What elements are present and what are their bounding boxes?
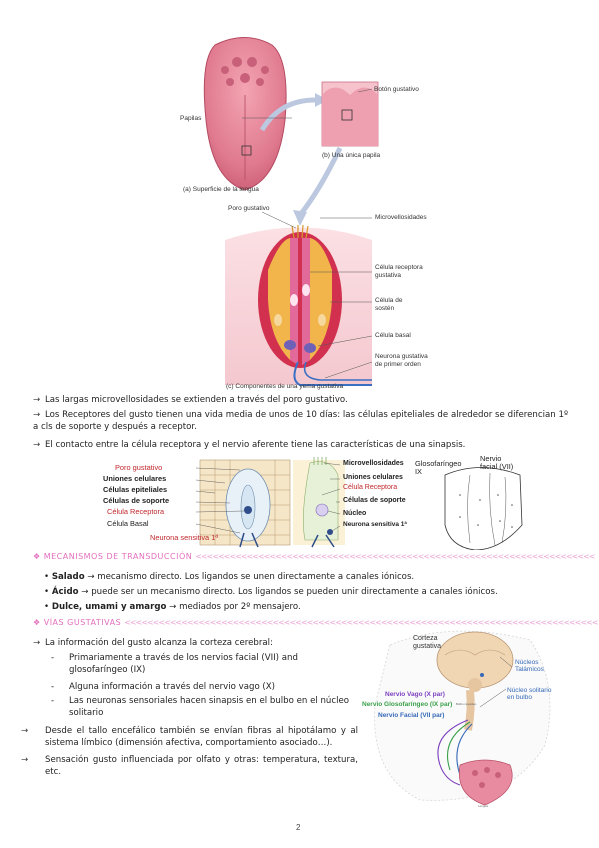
section-title: VÍAS GUSTATIVAS — [43, 618, 122, 627]
label-poro: Poro gustativo — [115, 463, 163, 472]
caption-b: (b) Una única papila — [322, 152, 381, 159]
intro-line-2: →Los Receptores del gusto tienen una vid… — [33, 410, 568, 433]
taste-bud-illustration — [203, 37, 379, 386]
section-vias-header: ❖ VÍAS GUSTATIVAS <<<<<<<<<<<<<<<<<<<<<<… — [33, 618, 599, 627]
bullet-icon: • — [44, 587, 50, 597]
label-celula-sosten: Célula de sostén — [375, 297, 403, 312]
diamond-icon: ❖ — [33, 618, 41, 627]
label-celula-receptora: Célula receptora gustativa — [375, 264, 423, 279]
label-micro: Microvellosidades — [343, 460, 404, 467]
label-uniones: Uniones celulares — [103, 474, 167, 483]
label-nucleos: Núcleos Talámicos — [515, 659, 544, 674]
sub-item: - Las neuronas sensoriales hacen sinapsi… — [51, 696, 350, 719]
arrow-icon: → — [33, 395, 41, 405]
arrow-icon: → — [87, 572, 95, 582]
label-vago: Nervio Vago (X par) — [385, 691, 445, 698]
label-neurona-mid: Neurona sensitiva 1ª — [343, 521, 407, 528]
label-uniones-mid: Uniones celulares — [343, 474, 403, 481]
sub-item: - Primariamente a través de los nervios … — [51, 653, 298, 676]
section-transduccion-header: ❖ MECANISMOS DE TRANSDUCCIÓN <<<<<<<<<<<… — [33, 552, 595, 561]
vias-more-2: →Sensación gusto influenciada por olfato… — [21, 755, 358, 778]
arrow-icon: → — [81, 587, 89, 597]
arrow-icon: → — [33, 440, 41, 450]
decorative-rule: <<<<<<<<<<<<<<<<<<<<<<<<<<<<<<<<<<<<<<<<… — [124, 618, 598, 627]
label-glosofaringeo-path: Nervio Glosofaríngeo (IX par) — [362, 701, 453, 708]
label-soporte: Células de soporte — [103, 496, 170, 505]
dash-icon: - — [51, 696, 55, 706]
figure-gustatory-pathway: Corteza gustativa Núcleos Talámicos Nerv… — [360, 625, 570, 810]
dash-icon: - — [51, 682, 55, 692]
pathway-illustration — [374, 630, 551, 806]
section-title: MECANISMOS DE TRANSDUCCIÓN — [43, 552, 193, 561]
label-facial: Nervio facial (VII) — [480, 454, 514, 472]
taste-cells-illustration — [195, 457, 523, 550]
label-celula-basal: Célula basal — [375, 332, 411, 339]
caption-c: (c) Componentes de una yema gustativa — [226, 383, 344, 390]
label-bulbo-small: Bulbo raquídeo — [456, 702, 477, 706]
list-item: • Salado → mecanismo directo. Los ligand… — [44, 572, 415, 582]
label-neurona-left: Neurona sensitiva 1ª — [150, 533, 219, 542]
decorative-rule: <<<<<<<<<<<<<<<<<<<<<<<<<<<<<<<<<<<<<<<<… — [195, 552, 595, 561]
caption-a: (a) Superficie de la lengua — [183, 186, 259, 193]
label-receptora-mid: Célula Receptora — [343, 484, 398, 491]
label-poro-gustativo: Poro gustativo — [228, 205, 270, 212]
arrow-icon: → — [21, 755, 29, 765]
label-receptora: Célula Receptora — [107, 507, 165, 516]
list-item: • Dulce, umami y amargo → mediados por 2… — [44, 602, 301, 612]
label-solitario: Núcleo solitario en bulbo — [507, 687, 552, 702]
label-lengua-small: Lengua — [478, 804, 489, 808]
page-number: 2 — [296, 823, 301, 832]
arrow-icon: → — [169, 602, 177, 612]
arrow-icon: → — [33, 638, 41, 648]
figure-taste-bud: Papilas Botón gustativo (b) Una única pa… — [0, 0, 599, 395]
vias-lead: →La información del gusto alcanza la cor… — [33, 638, 273, 648]
label-basal: Célula Basal — [107, 519, 149, 528]
label-nucleo: Núcleo — [343, 510, 367, 517]
label-papilas: Papilas — [180, 115, 202, 122]
label-soporte-mid: Células de soporte — [343, 497, 406, 504]
label-microvellosidades: Microvellosidades — [375, 214, 427, 221]
intro-line-3: →El contacto entre la célula receptora y… — [33, 440, 466, 450]
sub-item: - Alguna información a través del nervio… — [51, 682, 276, 692]
arrow-icon: → — [33, 410, 41, 420]
figure-taste-bud-cells: Poro gustativo Uniones celulares Células… — [0, 454, 599, 550]
label-epiteliales: Células epiteliales — [103, 485, 168, 494]
bullet-icon: • — [44, 602, 50, 612]
dash-icon: - — [51, 653, 55, 663]
list-item: • Ácido → puede ser un mecanismo directo… — [44, 587, 498, 597]
label-glosofaringeo: Glosofaríngeo IX — [415, 459, 462, 477]
label-neurona: Neurona gustativa de primer orden — [375, 353, 428, 368]
intro-line-1: →Las largas microvellosidades se extiend… — [33, 395, 348, 405]
diamond-icon: ❖ — [33, 552, 41, 561]
label-boton-gustativo: Botón gustativo — [374, 86, 419, 93]
label-facial-path: Nervio Facial (VII par) — [378, 712, 445, 719]
bullet-icon: • — [44, 572, 50, 582]
arrow-icon: → — [21, 726, 29, 736]
vias-more-1: →Desde el tallo encefálico también se en… — [21, 726, 358, 749]
label-corteza: Corteza gustativa — [413, 635, 442, 651]
